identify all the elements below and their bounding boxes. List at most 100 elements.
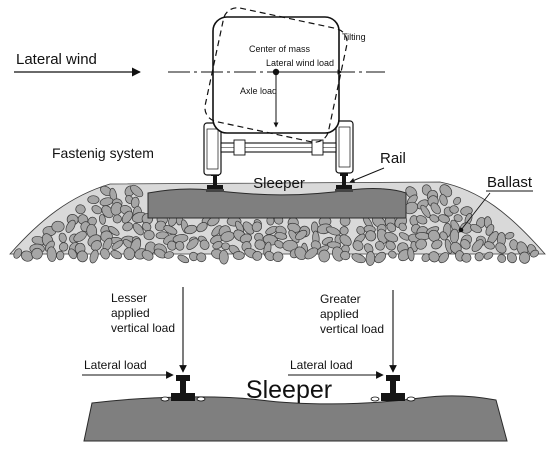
ballast-stone [352,240,364,251]
ballast-stone [429,214,440,223]
ballast-stone [110,250,122,260]
ballast-stone [141,249,154,261]
ballast-stone [495,242,507,254]
ballast-stone [31,247,43,260]
ballast-stone [438,252,450,264]
ballast-stone [295,229,308,241]
fastening-system-label: Fastenig system [52,145,154,161]
ballast-stone [143,230,155,241]
rail-left-top [206,172,224,192]
ballast-stone [242,221,255,235]
ballast-stone [68,248,77,260]
ballast-stone [186,238,199,250]
ballast-stone [251,221,263,233]
center-of-mass-label: Center of mass [249,44,311,54]
lesser-load-line-1: Lesser [111,291,147,305]
ballast-stone [453,196,462,206]
sleeper-label-bottom: Sleeper [246,376,332,404]
tilting-label: Tilting [342,32,366,42]
ballast-stone [374,251,387,264]
ballast-stone [497,254,507,263]
ballast-stone [519,251,531,264]
ballast-stone [189,251,199,262]
ballast-stone [51,220,65,233]
ballast-stone [439,194,448,206]
ballast-stone [212,241,223,250]
lateral-wind-load-label: Lateral wind load [266,58,334,68]
ballast-pointer-dot [458,227,464,233]
ballast-stone [415,238,427,250]
ballast-stone [407,246,415,262]
ballast-stone [428,251,440,263]
ballast-stone [87,195,100,205]
ballast-stone [111,240,124,250]
ballast-stone [13,248,22,259]
ballast-stone [272,251,284,262]
ballast-stone [282,239,298,252]
ballast-stone [163,225,178,235]
ballast-stone [438,214,450,224]
greater-load-line-1: Greater [320,292,361,306]
ballast-stone [130,184,144,198]
ballast-stone [91,205,103,215]
ballast-stone [199,239,210,250]
ballast-stone [483,251,494,260]
ballast-stone [398,222,407,232]
greater-load-line-2: applied [320,307,359,321]
ballast-stone [122,222,134,232]
ballast-stone [90,240,102,251]
ballast-stone [294,246,307,261]
ballast-stone [365,230,377,242]
ballast-stone [89,249,99,264]
lateral-load-label-left: Lateral load [84,358,147,372]
ballast-stone [506,252,517,264]
greater-load-line-3: vertical load [320,322,384,336]
ballast-stone [123,247,136,261]
rail-right-top [335,172,353,192]
ballast-stone [430,202,441,215]
lateral-load-label-right: Lateral load [290,358,353,372]
greater-load-label: Greater applied vertical load [320,292,384,336]
ballast-stone [21,250,34,262]
ballast-stone [470,223,482,234]
rail-label: Rail [380,150,406,167]
ballast-stone [504,232,515,240]
ballast-stone [232,251,245,260]
ballast-stone [196,222,208,233]
ballast-stone [449,205,459,214]
ballast-stone [196,252,207,263]
lesser-load-line-2: applied [111,306,150,320]
vehicle-body-tilted [204,7,348,143]
bottom-diagram: Sleeper Lesser applied vertical load Gre… [82,287,508,442]
ballast-stone [167,240,177,251]
ballast-stone [318,249,330,263]
ballast-stone [471,239,484,252]
ballast-stone [484,241,495,250]
ballast-stone [386,222,397,233]
rail-right-bottom [370,375,416,402]
rail-left-bottom [160,375,206,402]
ballast-stone [46,246,57,262]
ballast-stone [339,226,349,236]
ballast-stone [431,239,443,250]
ballast-stone [132,222,144,236]
ballast-stone [154,220,167,232]
sleeper-top [147,188,407,219]
top-diagram: Sleeper Lateral wind [9,7,546,266]
ballast-stone [274,232,288,240]
ballast-stone [177,254,190,264]
lesser-load-line-3: vertical load [111,321,175,335]
axle-load-label: Axle load [240,86,277,96]
ballast-label: Ballast [487,174,533,191]
ballast-stone [218,249,229,265]
ballast-stone [65,219,76,233]
ballast-stone [325,226,341,236]
ballast-stone [339,234,352,247]
ballast-stone [485,224,495,236]
ballast-stone [76,250,88,263]
ballast-stone [100,248,110,260]
ballast-stone [98,214,106,225]
ballast-stone [388,250,397,259]
ballast-stone [340,250,351,261]
